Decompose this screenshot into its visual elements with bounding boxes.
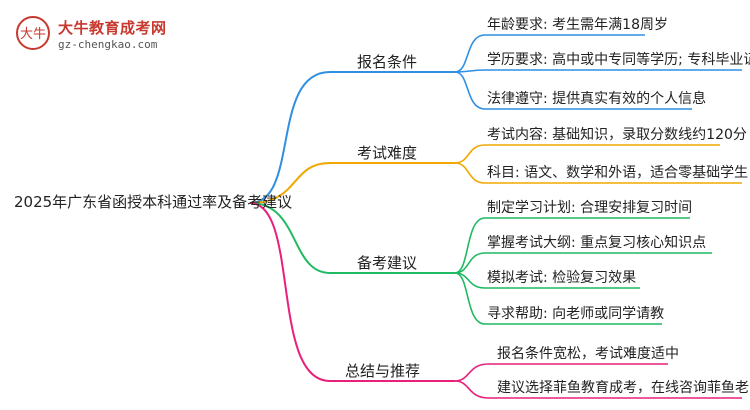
- brand-badge-icon: 大牛: [16, 16, 50, 50]
- leaf-1-1: 年龄要求: 考生需年满18周岁: [487, 17, 668, 33]
- connector-branch-3-child-4: [454, 272, 662, 325]
- connector-branch-4-child-2: [454, 380, 742, 399]
- leaf-4-1: 报名条件宽松，考试难度适中: [497, 346, 679, 362]
- connector-branch-4-child-1: [454, 363, 668, 382]
- leaf-2-1: 考试内容: 基础知识，录取分数线约120分: [487, 127, 747, 143]
- connector-root-to-branch-2: [249, 162, 455, 204]
- connector-branch-1-child-3: [454, 71, 692, 110]
- branch-label-3: 备考建议: [357, 254, 418, 272]
- leaf-3-3: 模拟考试: 检验复习效果: [487, 270, 637, 286]
- leaf-1-3: 法律遵守: 提供真实有效的个人信息: [487, 91, 707, 107]
- branch-label-4: 总结与推荐: [345, 362, 421, 380]
- brand-name: 大牛教育成考网: [58, 19, 167, 37]
- brand-logo: 大牛 大牛教育成考网 gz-chengkao.com: [16, 14, 196, 56]
- leaf-1-2: 学历要求: 高中或中专同等学历; 专科毕业证书: [487, 52, 750, 68]
- mindmap-root-title: 2025年广东省函授本科通过率及备考建议: [14, 193, 293, 211]
- connector-root-to-branch-3: [249, 202, 455, 274]
- connector-root-to-branch-1: [249, 71, 455, 204]
- leaf-3-4: 寻求帮助: 向老师或同学请教: [487, 306, 665, 322]
- leaf-4-2: 建议选择菲鱼教育成考，在线咨询菲鱼老师: [497, 380, 750, 396]
- brand-url: gz-chengkao.com: [58, 38, 158, 51]
- leaf-2-2: 科目: 语文、数学和外语，适合零基础学生: [487, 165, 749, 181]
- leaf-3-1: 制定学习计划: 合理安排复习时间: [487, 200, 693, 216]
- branch-label-1: 报名条件: [357, 53, 418, 71]
- branch-label-2: 考试难度: [357, 144, 418, 162]
- connector-branch-2-child-1: [454, 144, 720, 164]
- connector-branch-3-child-1: [454, 217, 690, 274]
- leaf-3-2: 掌握考试大纲: 重点复习核心知识点: [487, 235, 707, 251]
- connector-root-to-branch-4: [249, 202, 455, 382]
- connector-branch-1-child-1: [454, 34, 645, 73]
- connector-branch-2-child-2: [454, 162, 742, 184]
- connector-branch-3-child-2: [454, 252, 712, 274]
- connector-branch-1-child-2: [454, 69, 742, 73]
